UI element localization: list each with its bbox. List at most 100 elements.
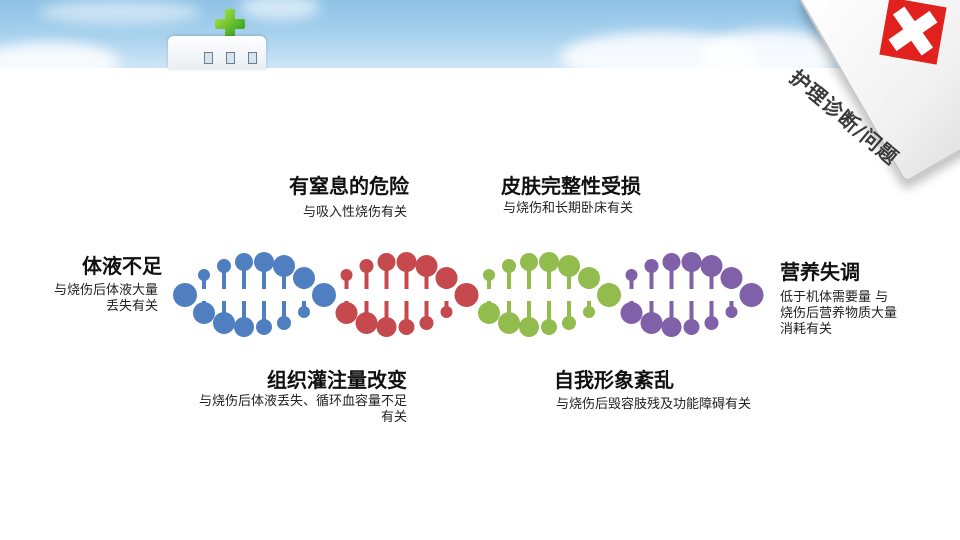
dna-purple-node-bottom bbox=[683, 319, 700, 335]
dna-blue-node-bottom bbox=[213, 312, 235, 334]
dna-red-rung-top bbox=[424, 266, 429, 289]
dna-blue-node-top bbox=[198, 269, 210, 281]
diagnosis-desc-tissue-perfusion: 与烧伤后体液丢失、循环血容量不足 有关 bbox=[199, 394, 407, 426]
dna-blue-rung-top bbox=[282, 266, 286, 289]
dna-red-node-top bbox=[415, 255, 438, 277]
dna-blue-node-top bbox=[217, 259, 231, 273]
desc-line: 烧伤后营养物质大量 bbox=[780, 306, 898, 321]
desc-line: 与烧伤后毁容肢残及功能障碍有关 bbox=[556, 397, 752, 412]
desc-line: 消耗有关 bbox=[780, 322, 833, 337]
dna-purple-node-bottom bbox=[725, 306, 738, 318]
dna-blue-rung-top bbox=[242, 262, 246, 289]
desc-line: 与吸入性烧伤有关 bbox=[303, 205, 408, 220]
dna-red-node-bottom bbox=[355, 312, 378, 334]
dna-red-node-bottom bbox=[376, 317, 397, 337]
dna-purple-node-top bbox=[720, 267, 743, 289]
dna-blue-node-bottom bbox=[277, 316, 291, 330]
dna-blue-node-top bbox=[273, 255, 295, 277]
dna-red-node-bottom bbox=[440, 306, 453, 318]
dna-blue-rung-bottom bbox=[242, 301, 246, 327]
dna-purple-rung-top bbox=[689, 262, 694, 289]
dna-red-rung-top bbox=[384, 262, 389, 289]
dna-purple-rung-bottom bbox=[709, 301, 714, 323]
dna-purple-rung-top bbox=[649, 266, 654, 289]
dna-purple-rung-top bbox=[669, 262, 674, 289]
medical-cross-icon bbox=[215, 9, 245, 39]
dna-red-rung-bottom bbox=[384, 301, 389, 327]
cloud bbox=[240, 0, 320, 20]
dna-blue-node-bottom bbox=[256, 319, 272, 335]
dna-green-node-top bbox=[483, 269, 495, 281]
dna-blue-rung-bottom bbox=[262, 301, 266, 327]
dna-green-node-top bbox=[520, 253, 538, 271]
dna-green-node-top bbox=[578, 267, 600, 289]
dna-red-rung-top bbox=[364, 266, 369, 289]
dna-red-node-bottom bbox=[335, 302, 358, 324]
desc-line: 与烧伤和长期卧床有关 bbox=[503, 201, 634, 216]
dna-green-node-bottom bbox=[583, 306, 595, 318]
dna-purple-rung-bottom bbox=[669, 301, 674, 327]
diagnosis-title-nutrition: 营养失调 bbox=[780, 260, 860, 284]
diagnosis-title-skin-integrity: 皮肤完整性受损 bbox=[501, 174, 641, 198]
dna-red-rung-top bbox=[404, 262, 409, 289]
dna-green-end-ball bbox=[597, 283, 621, 307]
dna-purple-end-ball bbox=[739, 283, 764, 307]
diagnosis-desc-nutrition: 低于机体需要量 与 烧伤后营养物质大量 消耗有关 bbox=[780, 290, 897, 338]
diagnosis-title-fluid-deficit: 体液不足 bbox=[82, 254, 162, 278]
dna-purple-node-top bbox=[625, 269, 638, 281]
cloud bbox=[700, 30, 840, 68]
dna-purple-node-top bbox=[700, 255, 723, 277]
dna-green-rung-top bbox=[507, 266, 511, 289]
dna-red-rung-bottom bbox=[424, 301, 429, 323]
dna-red-node-top bbox=[377, 253, 396, 271]
dna-green-node-bottom bbox=[478, 302, 500, 324]
dna-green-rung-top bbox=[567, 266, 571, 289]
dna-purple-node-bottom bbox=[620, 302, 643, 324]
diagnosis-title-body-image: 自我形象紊乱 bbox=[554, 368, 674, 392]
dna-purple-node-top bbox=[681, 252, 702, 272]
dna-green-rung-bottom bbox=[527, 301, 531, 327]
diagnosis-title-tissue-perfusion: 组织灌注量改变 bbox=[267, 368, 407, 392]
diagnosis-desc-skin-integrity: 与烧伤和长期卧床有关 bbox=[503, 201, 633, 217]
dna-purple-rung-top bbox=[629, 275, 634, 289]
hospital-building-icon bbox=[168, 36, 266, 70]
dna-green-rung-bottom bbox=[547, 301, 551, 327]
cloud bbox=[40, 0, 200, 24]
dna-red-node-bottom bbox=[419, 316, 434, 330]
dna-red-rung-bottom bbox=[404, 301, 409, 327]
dna-red-node-bottom bbox=[398, 319, 415, 335]
dna-red-node-top bbox=[396, 252, 417, 272]
dna-purple-node-bottom bbox=[640, 312, 663, 334]
dna-blue-node-bottom bbox=[298, 306, 310, 318]
dna-blue-rung-top bbox=[202, 275, 206, 289]
dna-green-rung-top bbox=[527, 262, 531, 289]
dna-blue-end-ball bbox=[173, 283, 197, 307]
desc-line: 丢失有关 bbox=[105, 299, 158, 314]
dna-blue-node-top bbox=[235, 253, 253, 271]
dna-blue-rung-bottom bbox=[282, 301, 286, 323]
dna-blue-node-top bbox=[254, 252, 274, 272]
dna-purple-node-bottom bbox=[661, 317, 682, 337]
dna-purple-node-bottom bbox=[704, 316, 719, 330]
dna-red-node-top bbox=[340, 269, 353, 281]
desc-line: 低于机体需要量 与 bbox=[780, 290, 889, 305]
diagnosis-desc-body-image: 与烧伤后毁容肢残及功能障碍有关 bbox=[556, 397, 751, 413]
diagnosis-desc-suffocation-risk: 与吸入性烧伤有关 bbox=[303, 205, 407, 221]
dna-red-end-ball bbox=[454, 283, 479, 307]
dna-green-rung-top bbox=[487, 275, 491, 289]
desc-line: 与烧伤后体液大量 bbox=[53, 283, 158, 298]
window bbox=[204, 52, 213, 64]
desc-line: 有关 bbox=[380, 410, 407, 425]
dna-blue-node-top bbox=[293, 267, 315, 289]
dna-blue-node-bottom bbox=[193, 302, 215, 324]
dna-red-node-top bbox=[435, 267, 458, 289]
dna-green-node-bottom bbox=[498, 312, 520, 334]
dna-purple-rung-top bbox=[709, 266, 714, 289]
sky-banner bbox=[0, 0, 960, 68]
diagnosis-desc-fluid-deficit: 与烧伤后体液大量 丢失有关 bbox=[54, 283, 158, 315]
dna-purple-rung-bottom bbox=[689, 301, 694, 327]
dna-green-rung-top bbox=[547, 262, 551, 289]
dna-green-node-top bbox=[558, 255, 580, 277]
dna-blue-rung-top bbox=[262, 262, 266, 289]
dna-blue-node-bottom bbox=[234, 317, 254, 337]
